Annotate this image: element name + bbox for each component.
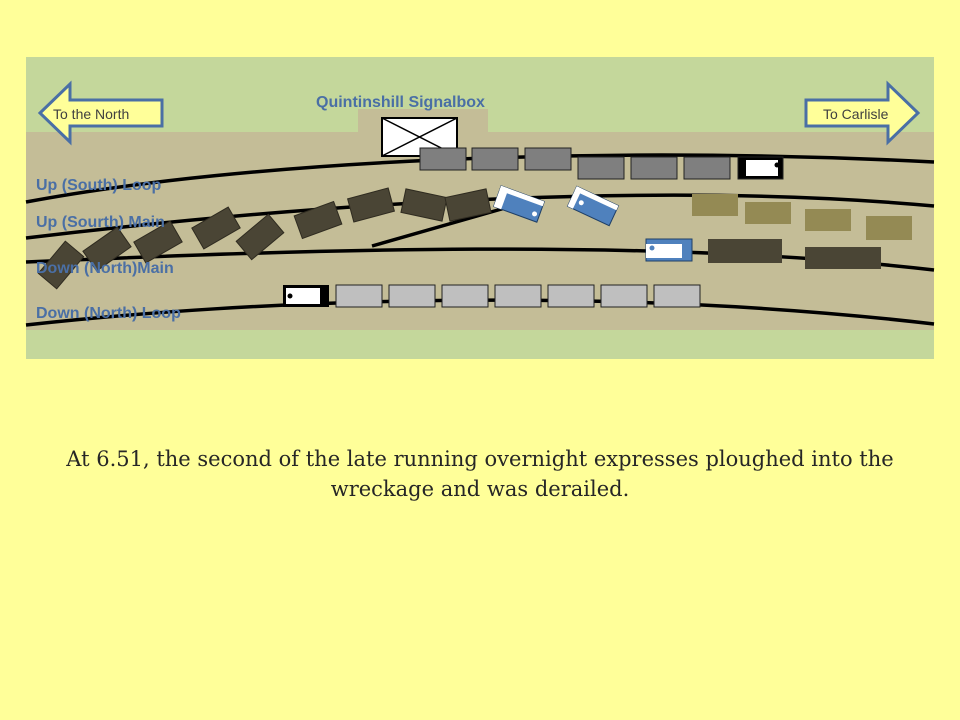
up-loop-engine-icon <box>737 156 784 180</box>
down-loop-train <box>283 284 701 308</box>
arrow-north: To the North <box>37 80 164 146</box>
goods-wagons <box>692 194 912 240</box>
label-down-loop: Down (North) Loop <box>36 305 181 322</box>
arrow-north-label: To the North <box>53 106 129 122</box>
derailed-engine-1-icon <box>492 185 546 223</box>
arrow-carlisle: To Carlisle <box>804 80 921 146</box>
arrow-carlisle-label: To Carlisle <box>823 106 889 122</box>
signalbox-title: Quintinshill Signalbox <box>316 94 485 111</box>
arrow-left-icon <box>37 80 164 146</box>
down-loop-engine-icon <box>283 285 329 307</box>
up-loop-train <box>419 147 784 180</box>
derailed-engine-2-icon <box>566 185 620 227</box>
troop-train-wreckage <box>37 187 492 290</box>
track-down-loop <box>25 298 935 327</box>
arrow-right-icon <box>804 80 921 146</box>
label-up-loop: Up (South) Loop <box>36 177 162 194</box>
caption-text: At 6.51, the second of the late running … <box>66 447 894 501</box>
label-up-main: Up (Sourth) Main <box>36 214 165 231</box>
down-main-express <box>645 238 881 269</box>
label-down-main: Down (North)Main <box>36 260 174 277</box>
